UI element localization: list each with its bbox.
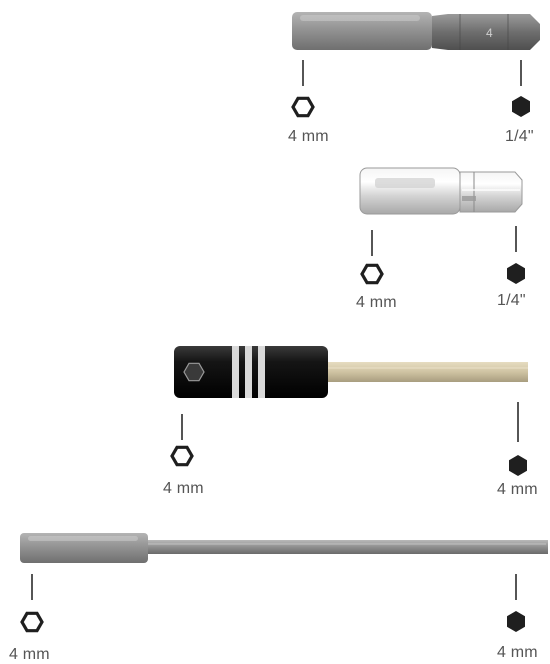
hex-socket-icon [291, 96, 315, 118]
adapter-1-socket-size: 4 mm [288, 128, 329, 145]
adapter-4-illustration [20, 533, 548, 563]
svg-text:4: 4 [486, 26, 493, 40]
hex-shank-icon [507, 263, 525, 284]
adapter-3-illustration [174, 346, 528, 398]
adapter-2-drive-size: 1/4" [497, 292, 526, 309]
adapter-4-drive-size: 4 mm [497, 644, 538, 661]
adapter-1-illustration: 4 [292, 12, 540, 50]
adapter-1-drive-size: 1/4" [505, 128, 534, 145]
hex-shank-icon [512, 96, 530, 117]
adapter-3-socket-size: 4 mm [163, 480, 204, 497]
adapter-2-illustration [359, 167, 523, 215]
hex-shank-icon [509, 455, 527, 476]
adapter-4-socket-size: 4 mm [9, 646, 50, 663]
adapter-3-drive-size: 4 mm [497, 481, 538, 498]
hex-socket-icon [170, 445, 194, 467]
hex-socket-icon [20, 611, 44, 633]
hex-shank-icon [507, 611, 525, 632]
adapter-2-socket-size: 4 mm [356, 294, 397, 311]
hex-socket-icon [360, 263, 384, 285]
